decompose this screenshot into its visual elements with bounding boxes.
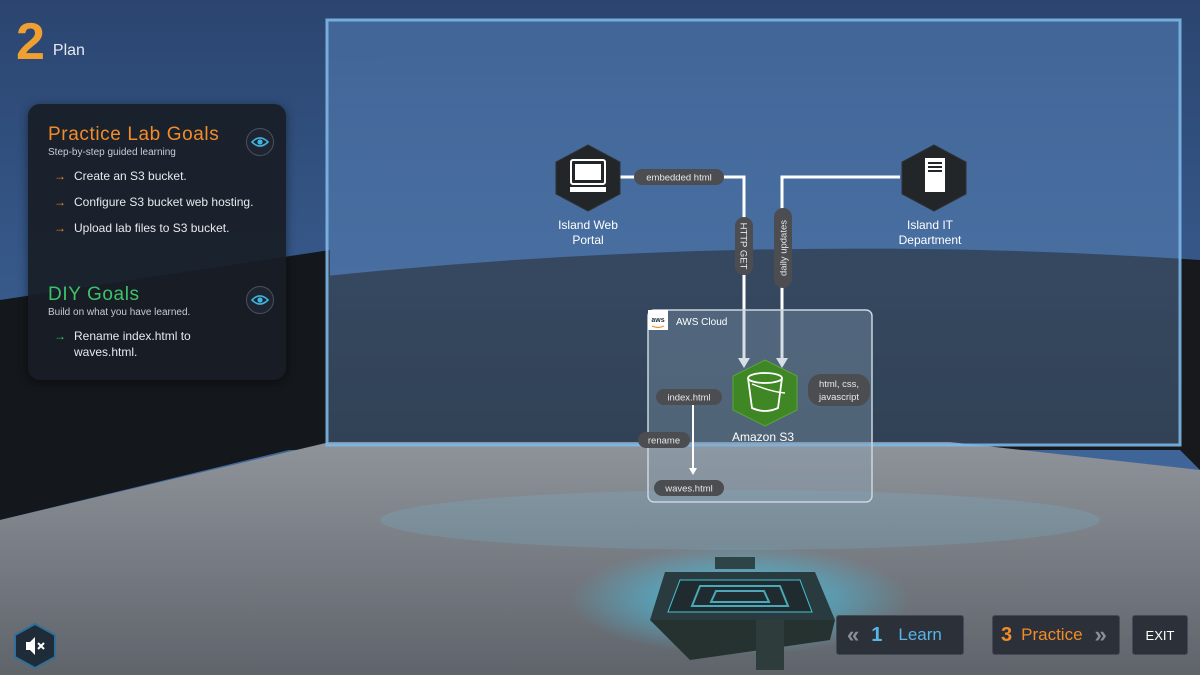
index-html-pill: index.html	[656, 389, 722, 405]
speaker-muted-icon	[14, 622, 56, 670]
diy-goals-eye-button[interactable]	[246, 286, 274, 314]
portal-label-line1: Island Web	[558, 218, 618, 232]
rename-pill: rename	[638, 432, 690, 448]
svg-text:embedded html: embedded html	[646, 173, 711, 184]
arrow-right-icon: →	[54, 329, 66, 343]
it-label-line1: Island IT	[907, 218, 954, 232]
learn-label: Learn	[898, 625, 942, 644]
diy-goals-list: → Rename index.html to waves.html.	[48, 328, 274, 360]
practice-button[interactable]: 3 Practice »	[992, 615, 1120, 655]
portal-label-line2: Portal	[572, 233, 603, 247]
practice-goal-item: → Upload lab files to S3 bucket.	[48, 220, 254, 236]
aws-cloud-label: AWS Cloud	[676, 317, 727, 328]
svg-text:waves.html: waves.html	[664, 484, 713, 495]
practice-goals-eye-button[interactable]	[246, 128, 274, 156]
amazon-s3-node: Amazon S3	[732, 359, 798, 444]
exit-button[interactable]: EXIT	[1132, 615, 1188, 655]
diy-goal-text: Rename index.html to waves.html.	[74, 329, 191, 359]
step-header: 2 Plan	[16, 13, 85, 71]
practice-goal-item: → Create an S3 bucket.	[48, 168, 254, 184]
practice-label: Practice	[1021, 625, 1083, 644]
svg-text:html, css,: html, css,	[819, 379, 859, 390]
daily-updates-pill: daily updates	[774, 208, 792, 288]
learn-button[interactable]: « 1 Learn	[836, 615, 964, 655]
island-web-portal-node: Island Web Portal	[555, 144, 621, 247]
eye-icon	[251, 137, 269, 147]
computer-icon	[570, 159, 606, 192]
diy-goals-subtitle: Build on what you have learned.	[48, 307, 191, 318]
files-pill: html, css, javascript	[808, 374, 870, 406]
it-label-line2: Department	[899, 233, 962, 247]
practice-goals-section: Practice Lab Goals Step-by-step guided l…	[48, 124, 274, 236]
svg-text:HTTP GET: HTTP GET	[738, 223, 749, 270]
practice-goal-text: Upload lab files to S3 bucket.	[74, 221, 230, 235]
practice-goals-list: → Create an S3 bucket. → Configure S3 bu…	[48, 168, 274, 236]
chevron-left-icon: «	[847, 622, 860, 647]
arrow-right-icon: →	[54, 169, 66, 183]
waves-html-pill: waves.html	[654, 480, 724, 496]
mute-button[interactable]	[14, 622, 56, 674]
svg-text:rename: rename	[648, 436, 680, 447]
arrow-right-icon: →	[54, 195, 66, 209]
aws-logo-icon	[648, 310, 668, 330]
practice-goal-item: → Configure S3 bucket web hosting.	[48, 194, 254, 210]
s3-label: Amazon S3	[732, 430, 794, 444]
arrow-head	[776, 358, 788, 368]
eye-icon	[251, 295, 269, 305]
diy-goal-item: → Rename index.html to waves.html.	[48, 328, 254, 360]
bucket-icon	[747, 372, 786, 412]
diy-goals-section: DIY Goals Build on what you have learned…	[48, 284, 274, 360]
step-title: Plan	[52, 42, 85, 59]
practice-goals-title: Practice Lab Goals	[48, 124, 220, 145]
practice-goal-text: Configure S3 bucket web hosting.	[74, 195, 254, 209]
svg-text:daily updates: daily updates	[779, 220, 790, 276]
learn-step-number: 1	[871, 623, 883, 646]
arrow-right-icon: →	[54, 221, 66, 235]
practice-goals-subtitle: Step-by-step guided learning	[48, 147, 176, 158]
diy-goals-title: DIY Goals	[48, 284, 140, 305]
server-icon	[925, 158, 945, 192]
chevron-right-icon: »	[1094, 622, 1108, 647]
aws-badge: aws	[651, 317, 664, 324]
exit-label: EXIT	[1145, 627, 1175, 643]
svg-text:index.html: index.html	[667, 393, 710, 404]
island-it-node: Island IT Department	[899, 144, 967, 247]
http-get-pill: HTTP GET	[735, 217, 753, 275]
arrow-head	[738, 358, 750, 368]
goals-panel: Practice Lab Goals Step-by-step guided l…	[28, 104, 286, 380]
practice-goal-text: Create an S3 bucket.	[74, 169, 187, 183]
arrow-head	[689, 468, 697, 475]
step-number: 2	[16, 13, 45, 71]
svg-text:javascript: javascript	[818, 392, 859, 403]
floor-platform	[650, 557, 835, 670]
practice-step-number: 3	[1001, 623, 1013, 646]
embedded-html-pill: embedded html	[634, 169, 724, 185]
